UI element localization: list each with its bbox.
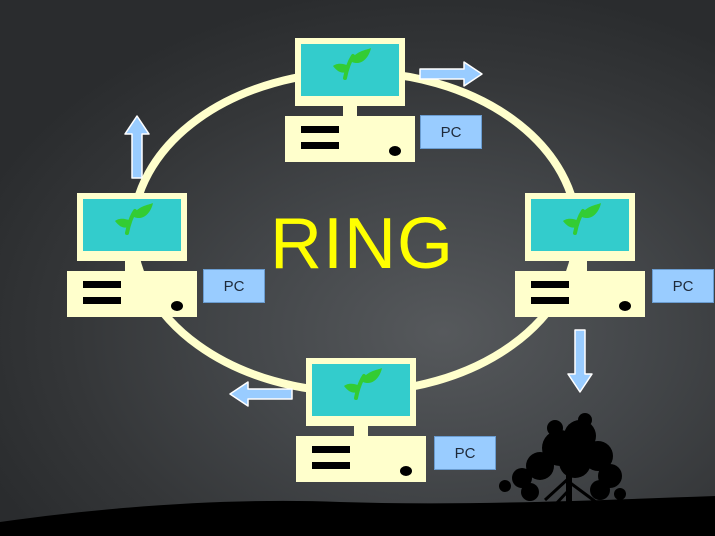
- hill-silhouette: [0, 496, 715, 536]
- computer-icon-right: [515, 193, 645, 317]
- arrow-right-down: [567, 329, 593, 393]
- pc-label-top: PC: [420, 115, 482, 149]
- pc-label-left: PC: [203, 269, 265, 303]
- arrow-left-up: [124, 115, 150, 179]
- ring-title: RING: [270, 204, 454, 284]
- computer-icon-bottom: [296, 358, 426, 482]
- computer-icon-left: [67, 193, 197, 317]
- pc-label-right: PC: [652, 269, 714, 303]
- computer-icon-top: [285, 38, 415, 162]
- pc-label-bottom: PC: [434, 436, 496, 470]
- tree-silhouette: [499, 413, 626, 510]
